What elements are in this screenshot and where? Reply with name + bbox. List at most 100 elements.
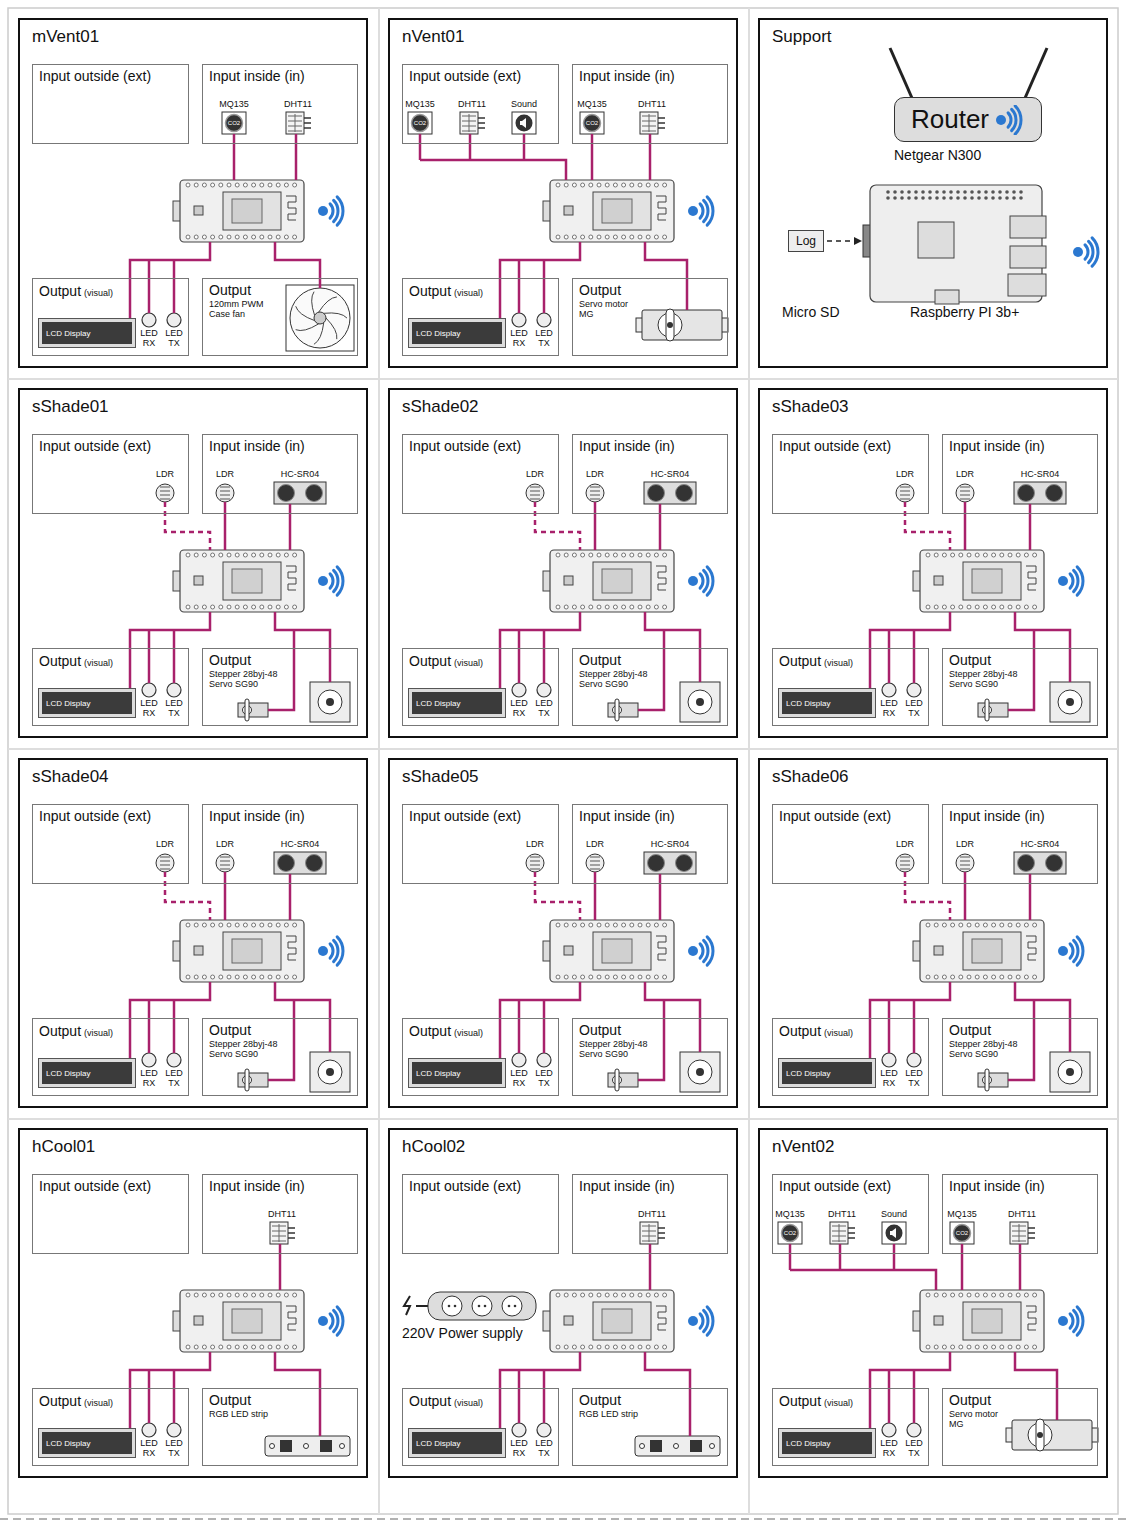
box-heading: Input outside (ext) [39,68,182,84]
pin-hole [243,1345,247,1349]
wire [905,872,950,920]
sensor-label: DHT11 [612,100,692,110]
pin-hole [186,235,190,239]
pin-hole [284,235,288,239]
pin-hole [983,975,987,979]
label-text: LDR [896,469,914,479]
label-text: MQ135 [577,99,607,109]
wire [275,242,320,288]
pin-hole [235,553,239,557]
pin-hole [646,1293,650,1297]
pin-hole [186,1345,190,1349]
wifi-arc [707,197,713,225]
pin-hole [235,923,239,927]
wire [870,1352,950,1428]
ldr-track [960,857,970,869]
wire [790,1270,936,1290]
mq135-sensor [778,1222,802,1244]
pin-hole [276,605,280,609]
chip-core [232,199,262,223]
label-text: LED TX [535,1068,553,1088]
led-label: LED TX [904,1069,924,1089]
sensor-label: MQ135 [380,100,460,110]
pin-hole [975,605,979,609]
box-heading: Input inside (in) [579,438,721,454]
chip-core [602,1309,632,1333]
label-text: LDR [526,469,544,479]
gpio-pin [942,190,946,194]
gpio-pin [935,190,939,194]
chip-core [232,569,262,593]
gpio-pin [1019,190,1023,194]
pin-hole [967,605,971,609]
stepper-ring [318,1060,342,1084]
pin-hole [605,235,609,239]
button [564,946,573,955]
esp-board [920,1290,1044,1352]
led-label: LED TX [904,1439,924,1459]
label-text: HC-SR04 [281,839,320,849]
box-heading: Output [779,1023,821,1039]
pin-hole [630,183,634,187]
chip-core [232,939,262,963]
pin-hole [1033,605,1037,609]
pin-hole [622,975,626,979]
pin-hole [260,975,264,979]
pin-hole [1000,923,1004,927]
pin-hole [663,923,667,927]
led-label: LED RX [509,1439,529,1459]
pin-hole [951,1345,955,1349]
label-text: LED TX [535,328,553,348]
pin-hole [293,553,297,557]
wire [130,1352,210,1428]
pin-hole [268,553,272,557]
antenna-trace [656,196,666,220]
label-text: 220V Power supply [402,1325,523,1341]
pin-hole [227,183,231,187]
pin-hole [942,605,946,609]
antenna-trace [286,936,296,960]
pin-hole [959,605,963,609]
pin-hole [1008,1345,1012,1349]
wire [961,1244,964,1290]
panel-title: sShade05 [402,767,479,787]
lcd-label: LCD Display [46,699,90,708]
pin-hole [235,975,239,979]
heading-qualifier: (visual) [454,658,483,668]
ldr-sensor [216,484,234,502]
usb-port [1010,246,1046,268]
box-heading: Output [779,653,821,669]
pin-hole [638,183,642,187]
pin-hole [194,605,198,609]
pin-hole [581,605,585,609]
mq135-sensor [950,1222,974,1244]
lcd-label: LCD Display [786,699,830,708]
chip-core [972,569,1002,593]
wire [233,134,236,180]
wifi-arc [1012,109,1016,130]
pin-hole [926,1293,930,1297]
wire [469,134,472,160]
antenna-trace [656,936,666,960]
panel-title: sShade04 [32,767,109,787]
pin-hole [1016,553,1020,557]
pin-hole [219,975,223,979]
pin-hole [227,1293,231,1297]
pin-hole [227,605,231,609]
pin-hole [663,1293,667,1297]
antenna [890,48,912,98]
fan-blade [296,324,319,331]
pin-hole [235,605,239,609]
dht11-grille [469,114,470,132]
visual-output-box: Output(visual)LCD Display [32,1018,189,1096]
pin-hole [1024,1345,1028,1349]
pin-hole [260,605,264,609]
led-label: LED TX [534,329,554,349]
led-label: LED RX [139,329,159,349]
gpio-pin [998,196,1002,200]
pin-hole [967,975,971,979]
label-text: DHT11 [638,99,666,109]
box-heading: Input inside (in) [209,68,351,84]
pin-hole [211,975,215,979]
pin-hole [1016,975,1020,979]
